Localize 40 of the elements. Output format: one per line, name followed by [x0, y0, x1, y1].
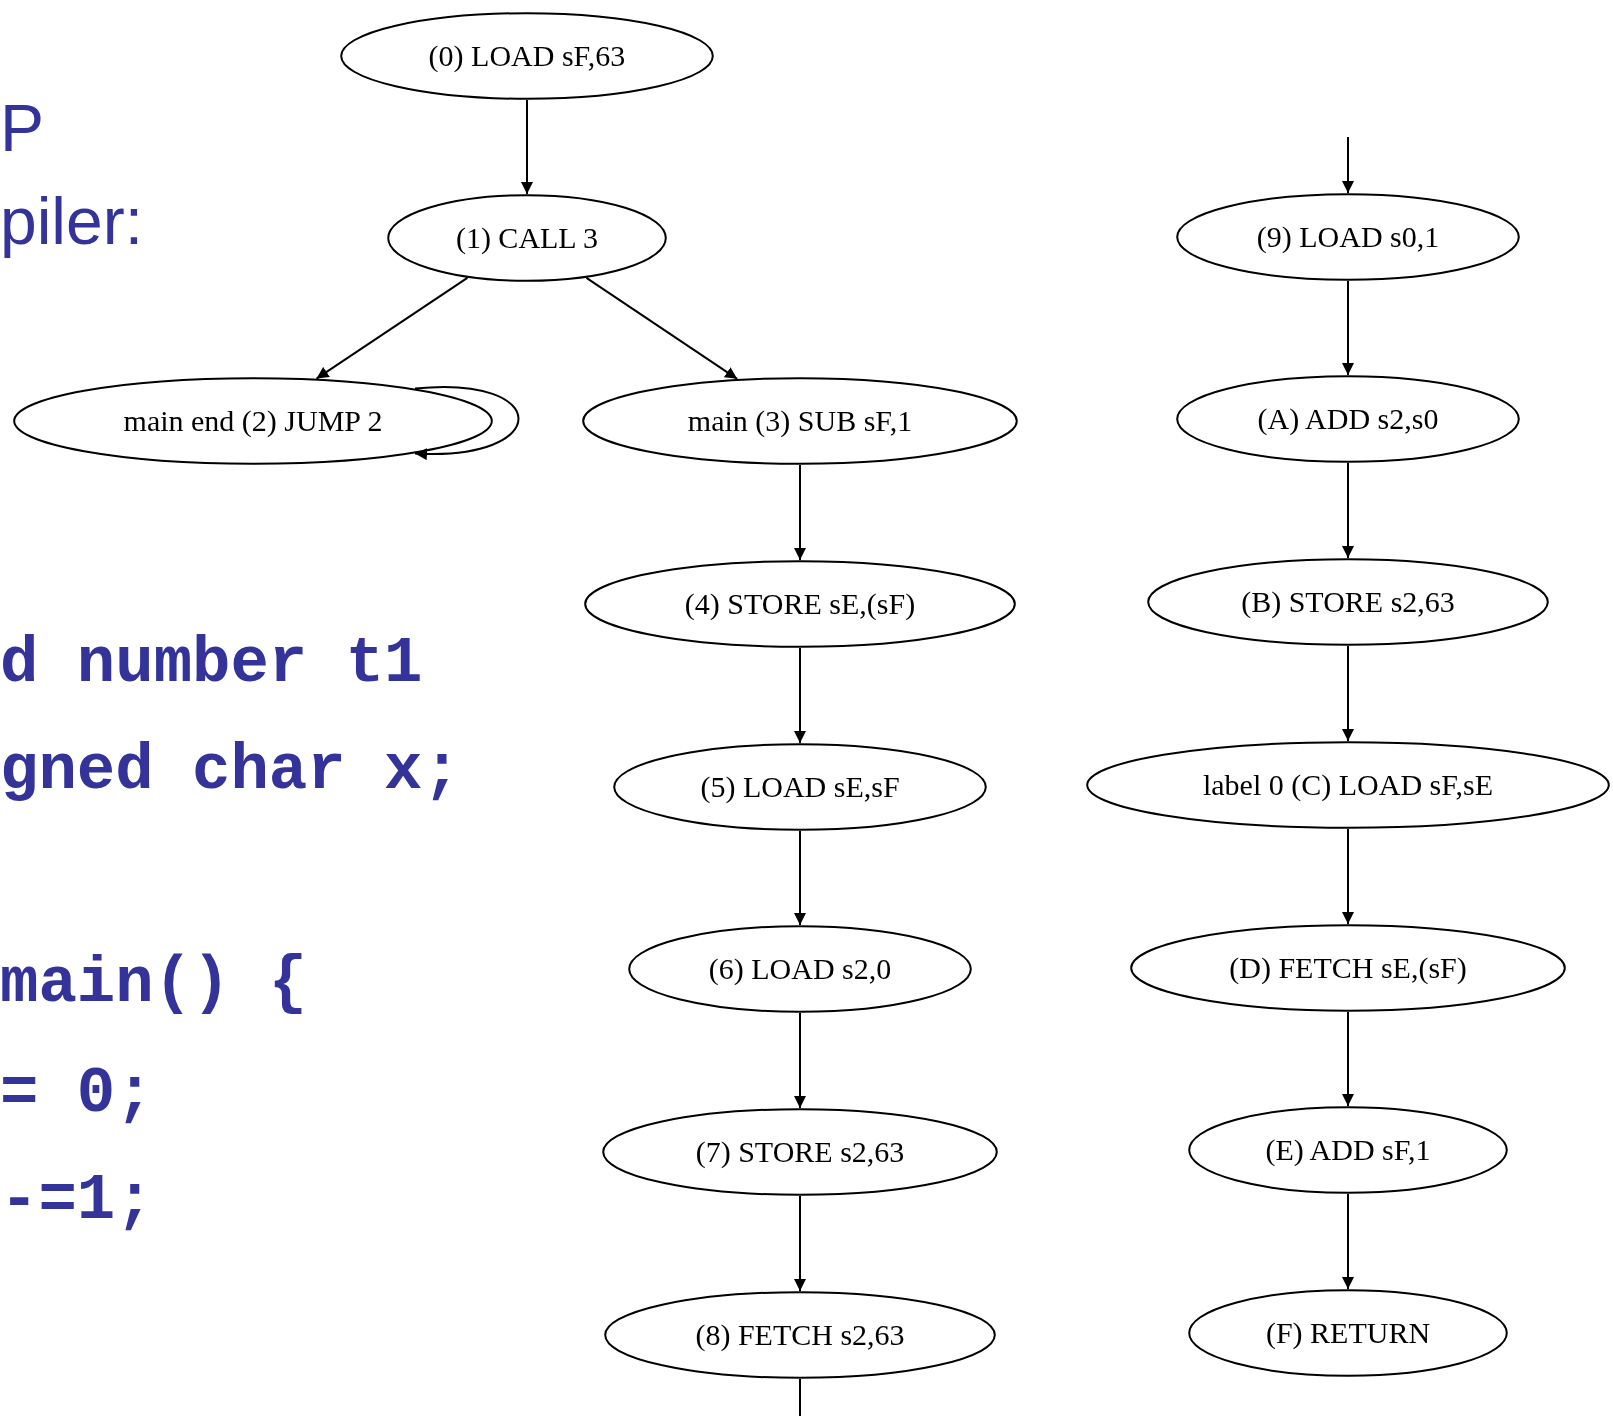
- self-loop-arrow: [414, 386, 520, 460]
- node-label: (0) LOAD sF,63: [428, 39, 626, 73]
- code-line: -=1;: [0, 1165, 154, 1237]
- node-label: (B) STORE s2,63: [1241, 585, 1455, 619]
- arrow: [315, 276, 469, 380]
- arrow: [794, 830, 806, 926]
- arrow: [1342, 1011, 1354, 1107]
- slide-text: piler:: [0, 183, 144, 259]
- node-label: (F) RETURN: [1265, 1316, 1431, 1350]
- node-label: (A) ADD s2,s0: [1257, 402, 1439, 436]
- node-label: main (3) SUB sF,1: [687, 404, 913, 438]
- arrow: [794, 464, 806, 561]
- arrow: [1342, 462, 1354, 559]
- arrow: [1342, 280, 1354, 376]
- code-line: gned char x;: [0, 735, 461, 807]
- code-line: d number t1: [0, 628, 423, 700]
- node-label: (E) ADD sF,1: [1265, 1133, 1431, 1167]
- arrow: [794, 647, 806, 744]
- arrow: [1342, 828, 1354, 925]
- node-label: (D) FETCH sE,(sF): [1229, 951, 1467, 985]
- node-label: (7) STORE s2,63: [695, 1135, 905, 1169]
- arrow: [1342, 136, 1354, 194]
- node-label: (8) FETCH s2,63: [695, 1318, 905, 1352]
- code-line: = 0;: [0, 1058, 154, 1130]
- slide-text: P: [0, 90, 45, 166]
- connector-line: [799, 1378, 801, 1416]
- node-label: label 0 (C) LOAD sF,sE: [1202, 768, 1494, 802]
- node-label: (6) LOAD s2,0: [708, 952, 892, 986]
- node-label: (9) LOAD s0,1: [1256, 220, 1440, 254]
- arrow: [521, 99, 533, 195]
- arrow: [794, 1012, 806, 1109]
- arrow: [585, 276, 739, 380]
- node-label: (1) CALL 3: [455, 221, 599, 255]
- node-label: (5) LOAD sE,sF: [700, 770, 900, 804]
- arrow: [794, 1195, 806, 1292]
- code-line: main() {: [0, 948, 308, 1020]
- node-label: (4) STORE sE,(sF): [684, 587, 916, 621]
- arrow: [1342, 1193, 1354, 1290]
- arrow: [1342, 645, 1354, 742]
- node-label: main end (2) JUMP 2: [123, 404, 383, 438]
